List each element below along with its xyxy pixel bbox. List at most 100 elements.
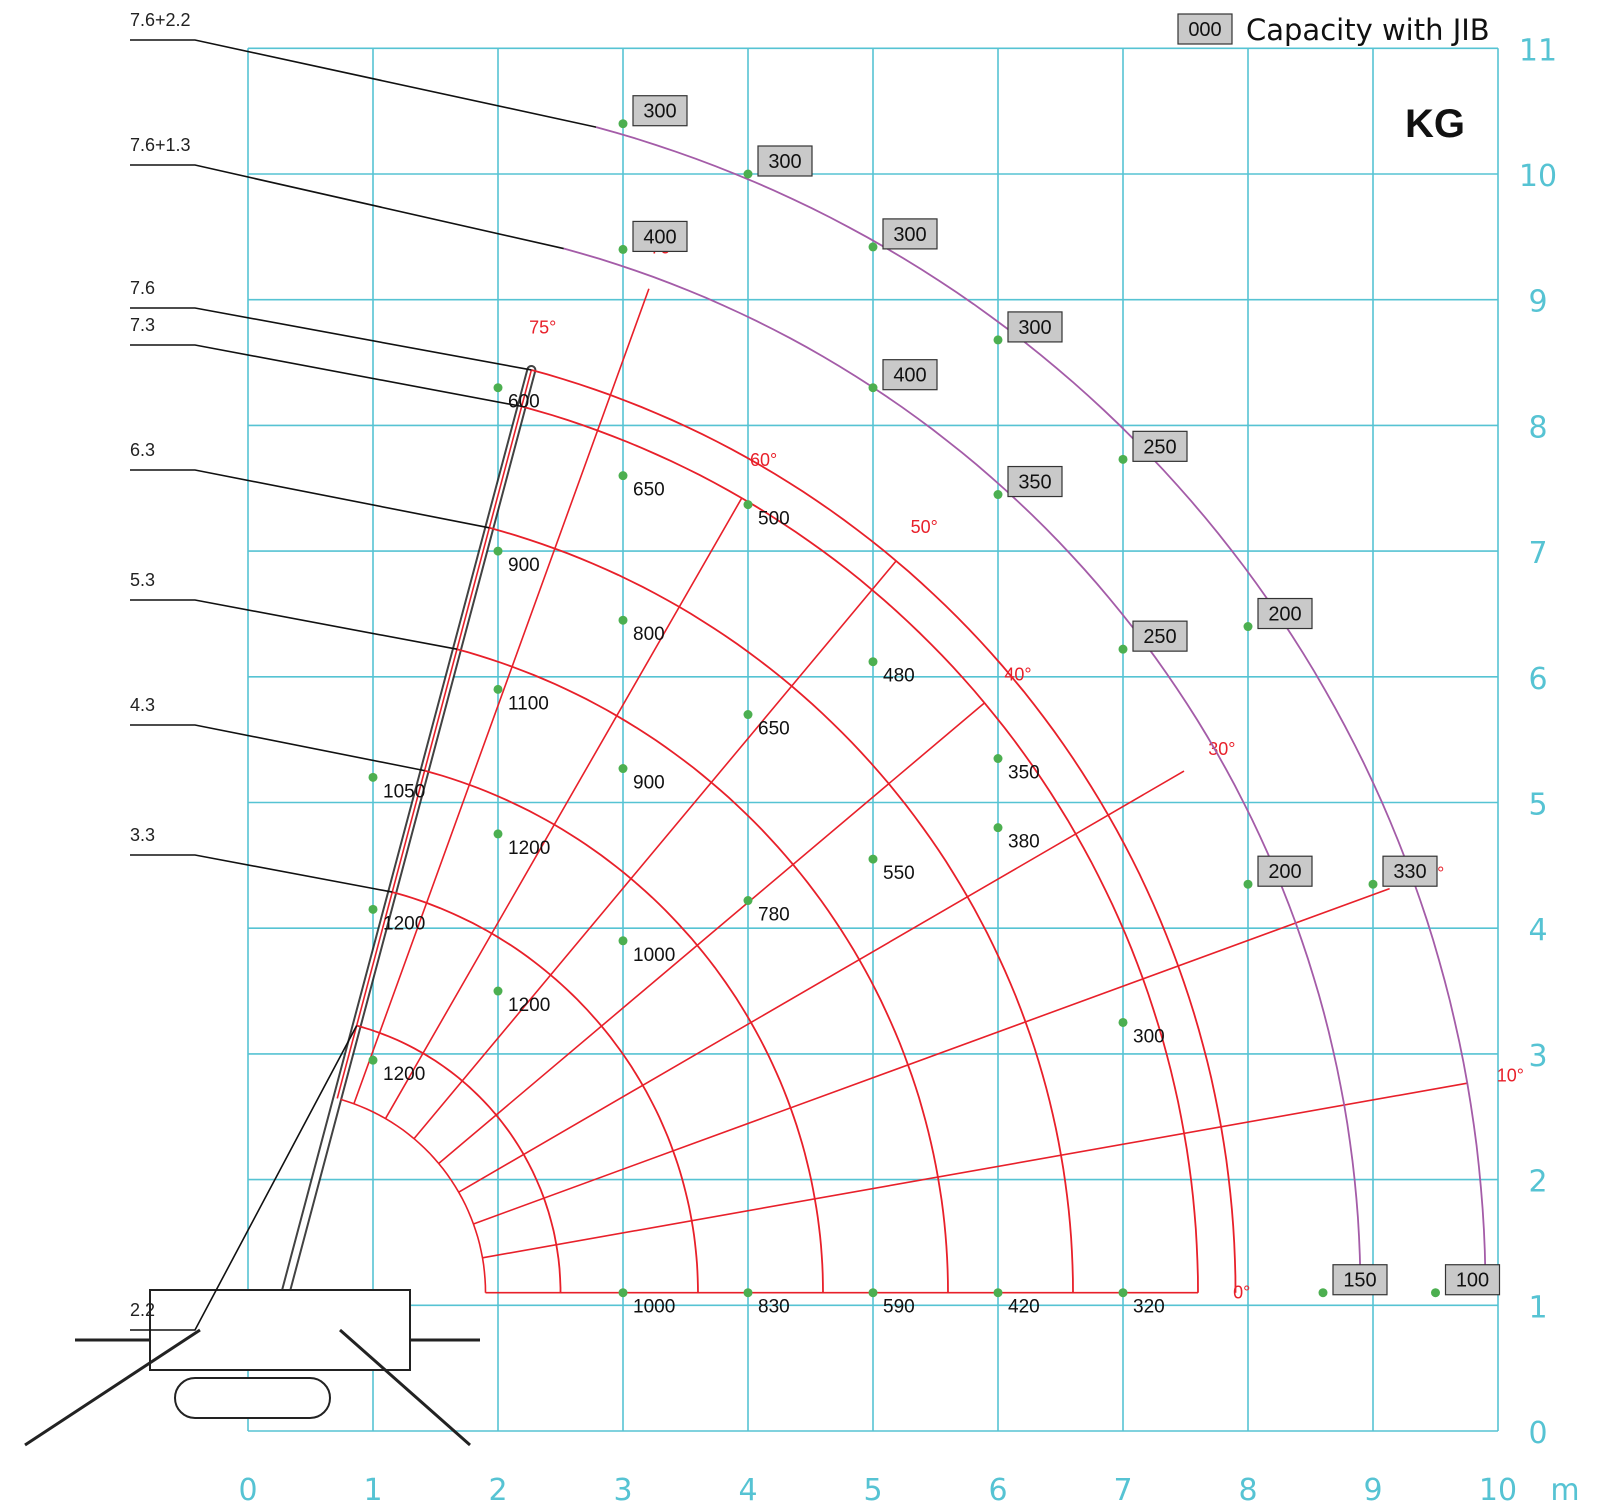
capacity-point [368,904,378,914]
legend: 000 Capacity with JIB [1177,13,1490,47]
x-tick-label: 8 [1238,1473,1257,1508]
jib-capacity-box [882,359,938,391]
x-tick-label: 9 [1363,1473,1382,1508]
jib-capacity-point [993,335,1003,345]
capacity-point [493,684,503,694]
capacity-label: 650 [758,719,790,740]
capacity-point [493,546,503,556]
capacity-label: 900 [508,555,540,576]
capacity-label: 300 [1133,1026,1165,1047]
jib-capacity-box [1382,855,1438,887]
capacity-points: 1200120012001000100012001050830780900110… [368,95,1501,1318]
capacity-point [1118,1017,1128,1027]
capacity-label: 350 [1008,763,1040,784]
capacity-point [1118,1288,1128,1298]
x-tick-label: 7 [1113,1473,1132,1508]
y-tick-label: 2 [1528,1165,1547,1200]
boom-length-labels: 2.23.34.35.36.37.37.67.6+1.37.6+2.2 [130,10,597,1331]
x-tick-label: 3 [613,1473,632,1508]
capacity-point [743,500,753,510]
boom-length-label: 2.2 [130,1300,155,1320]
capacity-point [618,1288,628,1298]
legend-swatch-text: 000 [1188,19,1221,41]
jib-capacity-box [1257,855,1313,887]
jib-capacity-point [993,490,1003,500]
jib-capacity-point [1243,622,1253,632]
boom-length-label: 3.3 [130,825,155,845]
boom-arc [521,405,1199,1293]
boom-length-label: 7.3 [130,315,155,335]
boom-arc [392,891,699,1293]
capacity-point [368,772,378,782]
capacity-label: 600 [508,392,540,413]
jib-capacity-label: 300 [768,151,801,173]
boom-length-label: 6.3 [130,440,155,460]
boom-length-label: 7.6+1.3 [130,135,191,155]
y-tick-label: 3 [1528,1039,1547,1074]
jib-capacity-point [1318,1288,1328,1298]
jib-capacity-label: 400 [893,365,926,387]
jib-capacity-point [618,119,628,129]
unit-label: KG [1405,102,1465,146]
y-tick-label: 0 [1528,1416,1547,1451]
x-tick-label: 5 [863,1473,882,1508]
capacity-label: 800 [633,624,665,645]
capacity-point [993,754,1003,764]
jib-capacity-label: 300 [893,224,926,246]
y-tick-label: 5 [1528,788,1547,823]
outrigger-left [24,1328,201,1447]
inner-arc [340,1098,487,1293]
jib-capacity-label: 300 [1018,317,1051,339]
angle-label: 50° [911,517,938,537]
jib-capacity-box [1332,1264,1388,1296]
capacity-point [743,896,753,906]
capacity-point [993,823,1003,833]
x-tick-label: 4 [738,1473,757,1508]
jib-capacity-label: 200 [1268,861,1301,883]
y-tick-label: 4 [1528,913,1547,948]
capacity-point [618,615,628,625]
y-tick-label: 9 [1528,285,1547,320]
capacity-label: 1200 [508,838,550,859]
angle-label: 30° [1208,739,1235,759]
jib-capacity-label: 200 [1268,604,1301,626]
jib-capacity-box [1132,620,1188,652]
boom-length-leader [130,469,490,529]
boom-arcs [356,126,1487,1293]
jib-capacity-point [1368,879,1378,889]
boom-length-label: 7.6 [130,278,155,298]
boom-length-leader [130,724,425,772]
boom-arc [489,526,1074,1293]
angle-label: 0° [1233,1283,1250,1303]
capacity-label: 590 [883,1297,915,1318]
jib-capacity-box [632,220,688,253]
jib-capacity-label: 400 [643,226,676,248]
capacity-point [618,764,628,774]
angle-line [482,1082,1468,1259]
capacity-label: 1200 [508,995,550,1016]
x-tick-label: 2 [488,1473,507,1508]
angle-line [353,288,650,1105]
capacity-label: 650 [633,480,665,501]
boom-length-leader [130,344,522,408]
boom-length-leader [130,854,393,893]
capacity-point [368,1055,378,1065]
boom-arc [563,247,1362,1293]
jib-capacity-point [868,383,878,393]
capacity-point [618,471,628,481]
jib-capacity-point [1118,454,1128,464]
jib-capacity-point [1431,1288,1440,1298]
jib-capacity-label: 300 [643,101,676,123]
crane-drawing [24,364,537,1447]
capacity-label: 1200 [383,1064,425,1085]
capacity-label: 380 [1008,832,1040,853]
jib-capacity-box [882,218,938,250]
angle-line [458,770,1185,1193]
capacity-label: 1100 [508,693,549,714]
capacity-point [493,829,503,839]
x-tick-label: 10 [1479,1473,1517,1508]
boom-arc [424,769,824,1293]
capacity-point [743,1288,753,1298]
angle-line [438,702,986,1165]
